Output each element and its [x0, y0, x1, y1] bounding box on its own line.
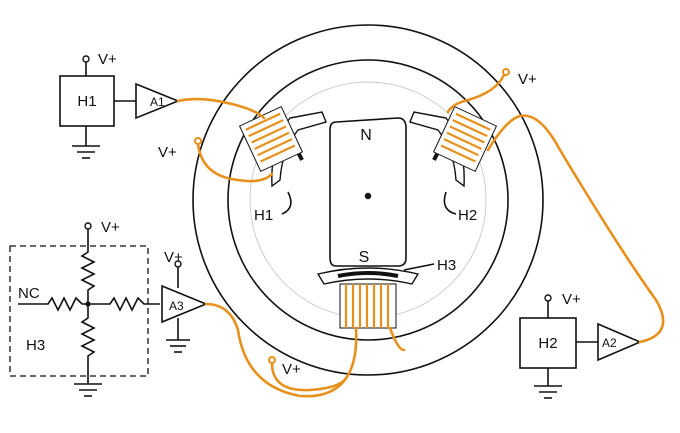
wire-bottom-coil-end — [388, 326, 406, 352]
amp-a3-label: A3 — [169, 299, 184, 313]
wiring: V+ V+ V+ — [158, 68, 665, 398]
coil-right — [432, 105, 498, 173]
coil-left-core — [238, 105, 304, 173]
h1-leader-line — [281, 191, 292, 215]
h3-resistor-bottom — [80, 304, 96, 384]
sensor-h1-label: H1 — [254, 207, 273, 224]
h3-box-label: H3 — [26, 337, 45, 354]
wire-right-coil-to-a2 — [486, 114, 665, 344]
h3-dashed-box — [9, 245, 149, 377]
pole-shoe-bottom — [316, 267, 420, 285]
h3-resistor-right — [88, 296, 160, 312]
stator-inner-ring — [227, 59, 509, 341]
sensor-h2-label: H2 — [458, 207, 477, 224]
h3-vplus-label: V+ — [101, 219, 120, 236]
coil-bottom — [339, 283, 397, 329]
h2-box-label: H2 — [538, 335, 557, 352]
rotor-axis — [364, 192, 372, 200]
coil-left — [238, 105, 304, 173]
h1-vplus-label: V+ — [98, 51, 117, 68]
pole-n-label: N — [360, 127, 372, 144]
right-coil-vplus-terminal — [502, 68, 510, 76]
left-coil-vplus-label: V+ — [158, 144, 177, 161]
h3-resistor-top — [80, 229, 96, 304]
wire-a1-to-left-coil — [176, 97, 266, 120]
h3-leader-line — [403, 263, 435, 271]
wire-vplus-left-coil — [196, 142, 274, 183]
h1-box-label: H1 — [77, 93, 96, 110]
h2-vplus-label: V+ — [562, 291, 581, 308]
amp-a1 — [135, 82, 181, 120]
hall-sensor-h3-element — [337, 271, 399, 278]
pole-s-label: S — [359, 249, 370, 266]
coil-right-core — [432, 105, 498, 173]
h1-box — [59, 75, 115, 127]
motor: N S H3 H1 H2 — [192, 24, 544, 376]
amp-a2 — [597, 322, 643, 362]
h1-vplus-terminal — [82, 55, 90, 63]
h3-circuit: V+ NC H3 V+ A3 — [9, 219, 209, 397]
h3-resistor-left — [18, 296, 88, 312]
h2-box — [519, 317, 577, 369]
a3-vplus-label: V+ — [164, 249, 183, 266]
rotor-magnet — [329, 117, 407, 267]
amp-a1-label: A1 — [150, 95, 165, 109]
sensor-h3-label: H3 — [437, 257, 456, 274]
h3-vplus-terminal — [84, 222, 92, 230]
h2-vplus-terminal — [544, 294, 552, 302]
wire-vplus-bottom-coil-a — [270, 361, 348, 392]
nc-label: NC — [18, 285, 40, 302]
bottom-coil-vplus-label: V+ — [282, 361, 301, 378]
right-coil-vplus-label: V+ — [518, 71, 537, 88]
amp-a2-label: A2 — [602, 336, 617, 350]
stator-outer-ring — [192, 24, 544, 376]
h2-leader-line — [443, 191, 457, 215]
wire-vplus-right-coil — [446, 73, 506, 114]
h2-circuit: V+ H2 A2 — [519, 291, 643, 399]
h3-bridge-node — [85, 301, 91, 307]
amp-a3 — [161, 284, 209, 324]
h1-circuit: V+ H1 A1 — [59, 51, 181, 159]
